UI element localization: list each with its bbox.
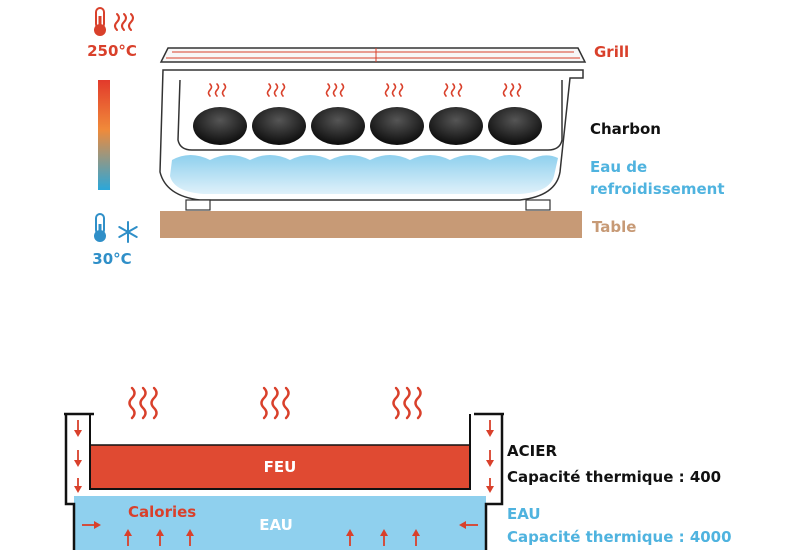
heat-waves-icon [114, 13, 134, 31]
label-table: Table [592, 218, 636, 236]
coal-lump [488, 107, 542, 145]
steel-tray-outline [89, 414, 471, 490]
temp-hot-label: 250°C [87, 42, 137, 60]
label-acier-title: ACIER [507, 442, 557, 460]
temperature-gradient-bar [98, 80, 110, 190]
temp-cold-label: 30°C [92, 250, 131, 268]
cooling-water [170, 155, 558, 194]
label-eau-title: EAU [507, 505, 541, 523]
coal-lump [193, 107, 247, 145]
heat-flow-arrows [74, 420, 494, 546]
label-calories: Calories [128, 503, 196, 521]
thermometer-cold-icon [94, 213, 106, 242]
label-eau-line2: refroidissement [590, 180, 725, 198]
heat-waves-icon [207, 83, 522, 97]
label-grill: Grill [594, 43, 629, 61]
charcoal-tray [177, 79, 563, 151]
charcoal-lumps [193, 107, 542, 145]
grill-grate [159, 47, 587, 63]
label-acier-capacity: Capacité thermique : 400 [507, 468, 721, 486]
heat-waves-icon [128, 386, 422, 420]
grill-foot [525, 199, 551, 211]
snowflake-icon [118, 221, 138, 243]
coal-lump [311, 107, 365, 145]
coal-lump [429, 107, 483, 145]
coal-lump [370, 107, 424, 145]
table-surface [160, 211, 582, 238]
steel-container-outline [64, 412, 504, 550]
coal-lump [252, 107, 306, 145]
thermometer-hot-icon [94, 7, 106, 36]
label-eau-line1: Eau de [590, 158, 647, 176]
label-feu: FEU [264, 458, 297, 476]
label-eau-capacity: Capacité thermique : 4000 [507, 528, 732, 546]
feu-box [89, 444, 471, 490]
grill-foot [185, 199, 211, 211]
label-eau-box: EAU [259, 516, 293, 534]
eau-box [74, 496, 486, 550]
label-charbon: Charbon [590, 120, 661, 138]
